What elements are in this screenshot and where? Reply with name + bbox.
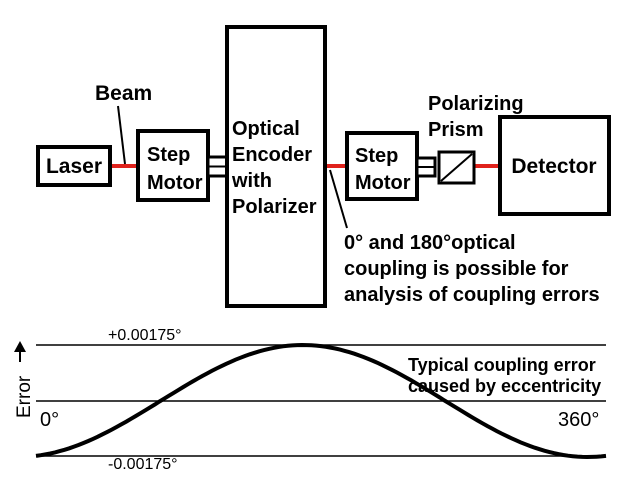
step-motor-1-label-line-1: Step [147,144,190,166]
plot-caption-line-2: caused by eccentricity [408,376,601,396]
min-value-label: -0.00175° [108,456,178,473]
detector-box [498,115,611,216]
coupling-note-pointer [329,169,348,229]
laser-label: Laser [46,155,102,178]
optical-encoder-box [225,25,327,308]
detector-label: Detector [511,155,596,178]
end-angle-label: 360° [558,409,599,431]
step-motor-1-box [136,129,210,202]
encoder-label-line-1: Optical [232,118,300,140]
encoder-label-line-2: Encoder [232,144,312,166]
step-motor-2-label-line-2: Motor [355,172,411,194]
y-axis-arrow-head [14,341,26,352]
plot-caption-line-1: Typical coupling error [408,355,596,375]
step-motor-1-label-line-2: Motor [147,172,203,194]
prism-label-line-2: Prism [428,119,484,141]
error-plot: +0.00175° -0.00175° 0° 360° Typical coup… [14,327,607,473]
coupling-note-line-3: analysis of coupling errors [344,284,600,306]
y-axis-label: Error [14,375,35,418]
encoder-label-line-4: Polarizer [232,196,317,218]
coupling-note-line-1: 0° and 180°optical [344,232,516,254]
beam-label: Beam [95,82,152,105]
polarizing-prism-diagonal [440,153,473,182]
beam-pointer-line [117,105,126,165]
coupling-error-curve [35,342,607,460]
laser-box [36,145,112,187]
step-motor-2-box [345,131,419,201]
max-value-label: +0.00175° [108,327,182,344]
coupling-note-line-2: coupling is possible for [344,258,569,280]
start-angle-label: 0° [40,409,59,431]
step-motor-2-label-line-1: Step [355,145,398,167]
encoder-label-line-3: with [231,170,272,192]
prism-label-line-1: Polarizing [428,93,524,115]
